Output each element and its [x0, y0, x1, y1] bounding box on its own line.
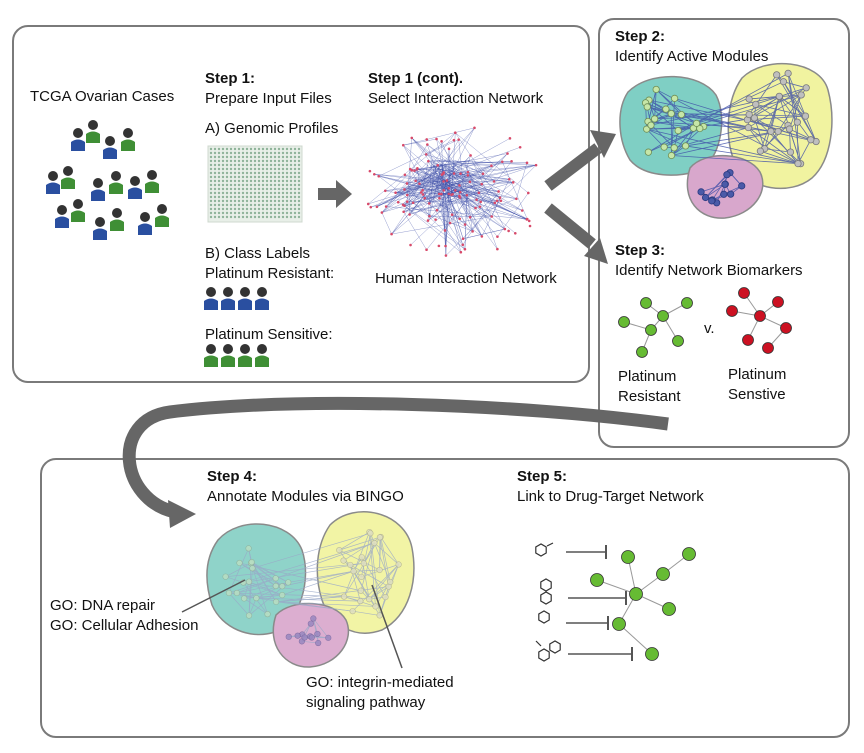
arrow-to-step3: [544, 203, 596, 249]
sensitive-person-icon: [204, 344, 218, 367]
person-icon: [103, 136, 117, 159]
person-icon: [55, 205, 69, 228]
go-integrin-line2: signaling pathway: [306, 694, 426, 711]
resistant-person-icon: [238, 287, 252, 310]
go-pointer-yellow: [371, 584, 403, 669]
sensitive-label: Platinum Sensitive:: [205, 326, 333, 343]
person-icon: [61, 166, 75, 189]
resistant-title-line1: Platinum: [618, 368, 677, 385]
drug-target-node: [662, 602, 676, 616]
resistant-title-line2: Resistant: [618, 388, 681, 405]
drug-molecule-icon: [549, 640, 561, 654]
person-icon: [138, 212, 152, 235]
step5-desc: Link to Drug-Target Network: [517, 488, 704, 505]
versus-label: v.: [704, 320, 715, 337]
sensitive-person-icon: [221, 344, 235, 367]
cases-label: TCGA Ovarian Cases: [30, 88, 175, 105]
step3-desc: Identify Network Biomarkers: [615, 262, 803, 279]
sensitive-person-icon: [255, 344, 269, 367]
person-icon: [86, 120, 100, 143]
step1-desc: Prepare Input Files: [205, 90, 332, 107]
step3-title: Step 3:: [615, 242, 666, 259]
go-integrin-line1: GO: integrin-mediated: [306, 674, 454, 691]
drug-target-node: [656, 567, 670, 581]
go-dna-repair: GO: DNA repair: [50, 597, 156, 614]
genomic-profiles-label: A) Genomic Profiles: [205, 120, 339, 137]
class-labels-label: B) Class Labels: [205, 245, 311, 262]
person-icon: [128, 176, 142, 199]
arrow-to-step2: [544, 143, 602, 191]
person-icon: [46, 171, 60, 194]
person-icon: [71, 199, 85, 222]
resistant-biomarker-network: [618, 297, 693, 358]
drug-target-node: [682, 547, 696, 561]
drug-molecule-icon: [538, 648, 550, 662]
person-icon: [93, 217, 107, 240]
person-icon: [145, 170, 159, 193]
human-interaction-network: [366, 126, 538, 257]
drug-molecule-icon: [540, 578, 552, 592]
drug-target-node: [621, 550, 635, 564]
step1b-title: Step 1 (cont).: [368, 70, 464, 87]
drug-target-network: [535, 542, 696, 662]
person-icon: [71, 128, 85, 151]
go-pointer-teal: [181, 579, 246, 613]
drug-target-node: [612, 617, 626, 631]
sensitive-title-line2: Senstive: [728, 386, 786, 403]
drug-target-node: [645, 647, 659, 661]
step4-desc: Annotate Modules via BINGO: [207, 488, 404, 505]
drug-target-node: [590, 573, 604, 587]
resistant-person-icon: [221, 287, 235, 310]
step4-title: Step 4:: [207, 468, 258, 485]
step1b-desc: Select Interaction Network: [368, 90, 544, 107]
arrow-to-network: [318, 180, 352, 208]
drug-target-node: [629, 587, 643, 601]
person-icon: [91, 178, 105, 201]
person-icon: [155, 204, 169, 227]
drug-molecule-icon: [535, 543, 547, 557]
person-icon: [109, 171, 123, 194]
person-icon: [110, 208, 124, 231]
step5-title: Step 5:: [517, 468, 568, 485]
person-icon: [121, 128, 135, 151]
network-label: Human Interaction Network: [375, 270, 557, 287]
step2-desc: Identify Active Modules: [615, 48, 769, 65]
sensitive-person-icon: [238, 344, 252, 367]
resistant-person-icon: [255, 287, 269, 310]
sensitive-biomarker-network: [726, 287, 792, 354]
resistant-person-icon: [204, 287, 218, 310]
drug-molecule-icon: [540, 591, 552, 605]
sensitive-title-line1: Platinum: [728, 366, 787, 383]
step2-title: Step 2:: [615, 28, 666, 45]
go-cellular-adhesion: GO: Cellular Adhesion: [50, 617, 199, 634]
connector-arrow-to-step4: [122, 397, 669, 519]
step1-title: Step 1:: [205, 70, 256, 87]
drug-molecule-icon: [538, 610, 550, 624]
resistant-label: Platinum Resistant:: [205, 265, 335, 282]
